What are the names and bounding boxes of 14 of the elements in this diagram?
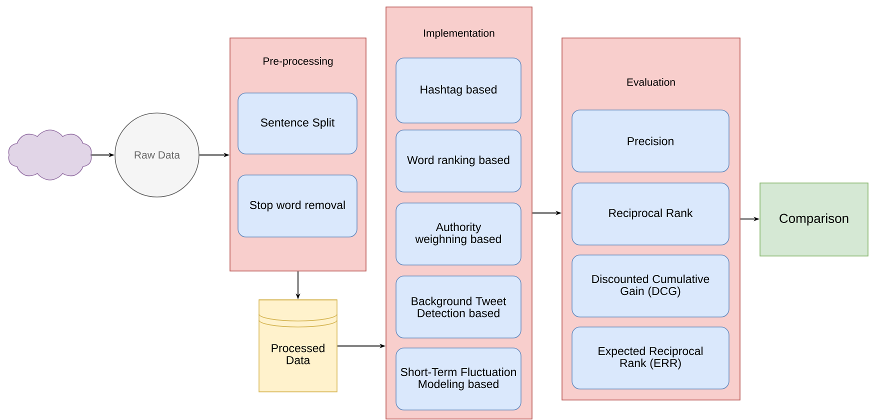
- process-box: Word ranking based: [396, 130, 522, 192]
- process-box: Authority weighning based: [396, 202, 522, 266]
- process-box: Expected Reciprocal Rank (ERR): [572, 326, 730, 390]
- process-box: Discounted Cumulative Gain (DCG): [572, 254, 730, 318]
- process-box: Reciprocal Rank: [572, 182, 730, 246]
- process-box: Sentence Split: [238, 92, 358, 154]
- process-box: Stop word removal: [238, 174, 358, 238]
- result-box: Comparison: [760, 182, 868, 256]
- source-cloud: [8, 130, 92, 180]
- process-box: Precision: [572, 110, 730, 172]
- database-cylinder: Processed Data: [258, 299, 338, 392]
- process-box: Background Tweet Detection based: [396, 276, 522, 338]
- process-box: Hashtag based: [396, 58, 522, 124]
- process-box: Short-Term Fluctuation Modeling based: [396, 348, 522, 410]
